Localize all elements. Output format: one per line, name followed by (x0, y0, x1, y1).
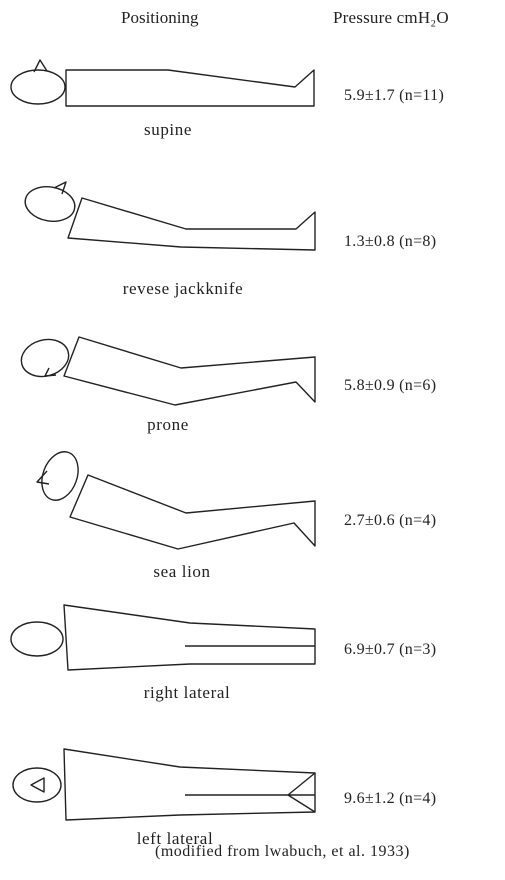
pressure-value-prone: 5.8±0.9 (n=6) (344, 377, 436, 395)
pressure-value-left-lateral: 9.6±1.2 (n=4) (344, 790, 436, 808)
pressure-value-supine: 5.9±1.7 (n=11) (344, 87, 444, 105)
reverse-jackknife-figure (22, 182, 315, 250)
position-label-prone: prone (147, 415, 189, 435)
left-lateral-body (64, 749, 315, 820)
position-label-sea-lion: sea lion (153, 562, 210, 582)
right-lateral-figure (11, 605, 315, 670)
left-lateral-figure (13, 749, 315, 820)
jackknife-body (68, 198, 315, 250)
prone-figure (17, 334, 315, 405)
left-lateral-ear-icon (31, 778, 44, 792)
position-label-reverse-jackknife: revese jackknife (123, 279, 244, 299)
pressure-value-right-lateral: 6.9±0.7 (n=3) (344, 641, 436, 659)
prone-body (64, 337, 315, 405)
right-lateral-head (11, 622, 63, 656)
position-label-right-lateral: right lateral (144, 683, 231, 703)
left-lateral-head (13, 768, 61, 802)
supine-figure (11, 60, 314, 106)
sea-lion-figure (35, 447, 315, 549)
supine-head (11, 70, 65, 104)
source-citation: (modified from lwabuch, et al. 1933) (155, 843, 410, 861)
sea-lion-body (70, 475, 315, 549)
jackknife-head (22, 183, 77, 225)
supine-body (66, 70, 314, 106)
pressure-value-reverse-jackknife: 1.3±0.8 (n=8) (344, 233, 436, 251)
pressure-value-sea-lion: 2.7±0.6 (n=4) (344, 512, 436, 530)
right-lateral-body (64, 605, 315, 670)
position-label-supine: supine (144, 120, 192, 140)
left-lateral-feet (288, 773, 315, 812)
prone-nose (45, 368, 56, 376)
